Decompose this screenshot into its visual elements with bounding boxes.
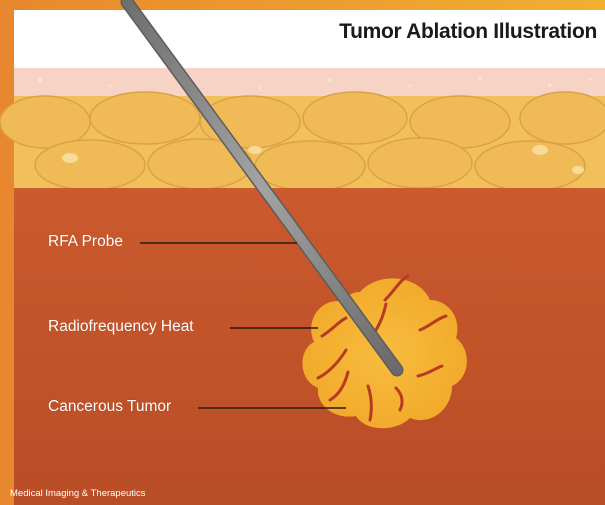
label-rfa-probe: RFA Probe: [48, 233, 123, 251]
credit-text: Medical Imaging & Therapeutics: [10, 488, 146, 499]
label-radiofrequency-heat: Radiofrequency Heat: [48, 318, 194, 336]
skin-layer: [14, 68, 605, 96]
label-cancerous-tumor: Cancerous Tumor: [48, 398, 171, 416]
diagram-title: Tumor Ablation Illustration: [339, 20, 597, 44]
